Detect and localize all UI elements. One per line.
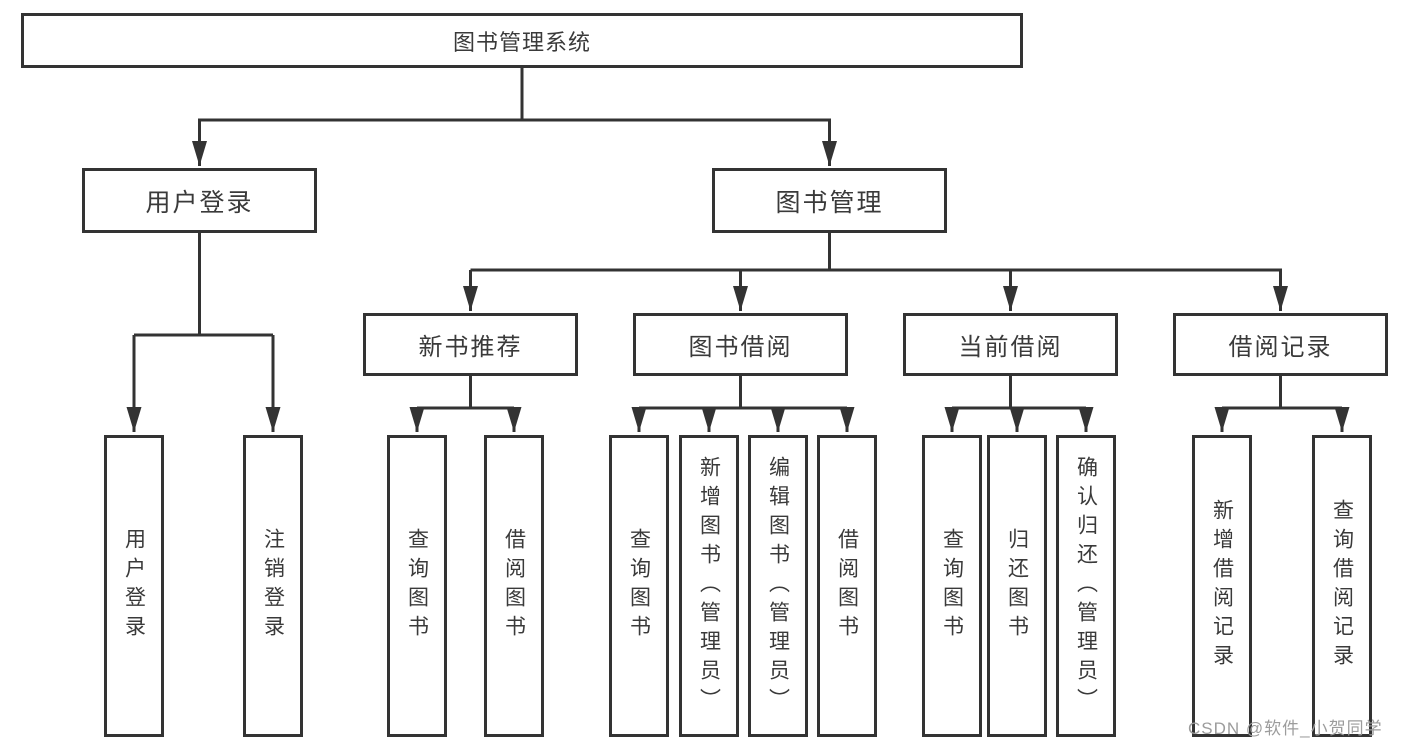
node-label: 用户登录: [145, 188, 254, 217]
leaf-user-login: 用户登录: [104, 435, 164, 737]
node-book-borrow: 图书借阅: [633, 313, 848, 376]
node-label: 图书管理: [775, 188, 884, 217]
leaf-query-books-recommend: 查询图书: [387, 435, 447, 737]
leaf-label: 新增图书（管理员）: [697, 455, 721, 717]
node-user-login: 用户登录: [82, 168, 317, 233]
leaf-return-books: 归还图书: [987, 435, 1047, 737]
node-label: 新书推荐: [418, 334, 523, 361]
leaf-label: 编辑图书（管理员）: [766, 455, 790, 717]
leaf-label: 借阅图书: [502, 528, 526, 644]
leaf-label: 查询借阅记录: [1330, 499, 1354, 673]
node-label: 图书管理系统: [452, 29, 591, 55]
leaf-label: 注销登录: [261, 528, 285, 644]
leaf-query-books-current: 查询图书: [922, 435, 982, 737]
leaf-borrow-books: 借阅图书: [817, 435, 877, 737]
node-current-borrow: 当前借阅: [903, 313, 1118, 376]
leaf-label: 用户登录: [122, 528, 146, 644]
node-label: 借阅记录: [1228, 334, 1333, 361]
leaf-query-books-borrow: 查询图书: [609, 435, 669, 737]
leaf-label: 查询图书: [405, 528, 429, 644]
leaf-add-books-admin: 新增图书（管理员）: [679, 435, 739, 737]
node-borrow-records: 借阅记录: [1173, 313, 1388, 376]
leaf-logout: 注销登录: [243, 435, 303, 737]
csdn-watermark: CSDN @软件_小贺同学: [1188, 719, 1383, 738]
node-library-management-system: 图书管理系统: [21, 13, 1023, 68]
leaf-query-borrow-record: 查询借阅记录: [1312, 435, 1372, 737]
node-book-management: 图书管理: [712, 168, 947, 233]
leaf-edit-books-admin: 编辑图书（管理员）: [748, 435, 808, 737]
leaf-add-borrow-record: 新增借阅记录: [1192, 435, 1252, 737]
node-label: 图书借阅: [688, 334, 793, 361]
leaf-borrow-books-recommend: 借阅图书: [484, 435, 544, 737]
leaf-label: 查询图书: [627, 528, 651, 644]
leaf-label: 确认归还（管理员）: [1074, 455, 1098, 717]
node-new-book-recommend: 新书推荐: [363, 313, 578, 376]
leaf-label: 新增借阅记录: [1210, 499, 1234, 673]
leaf-confirm-return-admin: 确认归还（管理员）: [1056, 435, 1116, 737]
node-label: 当前借阅: [958, 334, 1063, 361]
leaf-label: 查询图书: [940, 528, 964, 644]
leaf-label: 借阅图书: [835, 528, 859, 644]
leaf-label: 归还图书: [1005, 528, 1029, 644]
